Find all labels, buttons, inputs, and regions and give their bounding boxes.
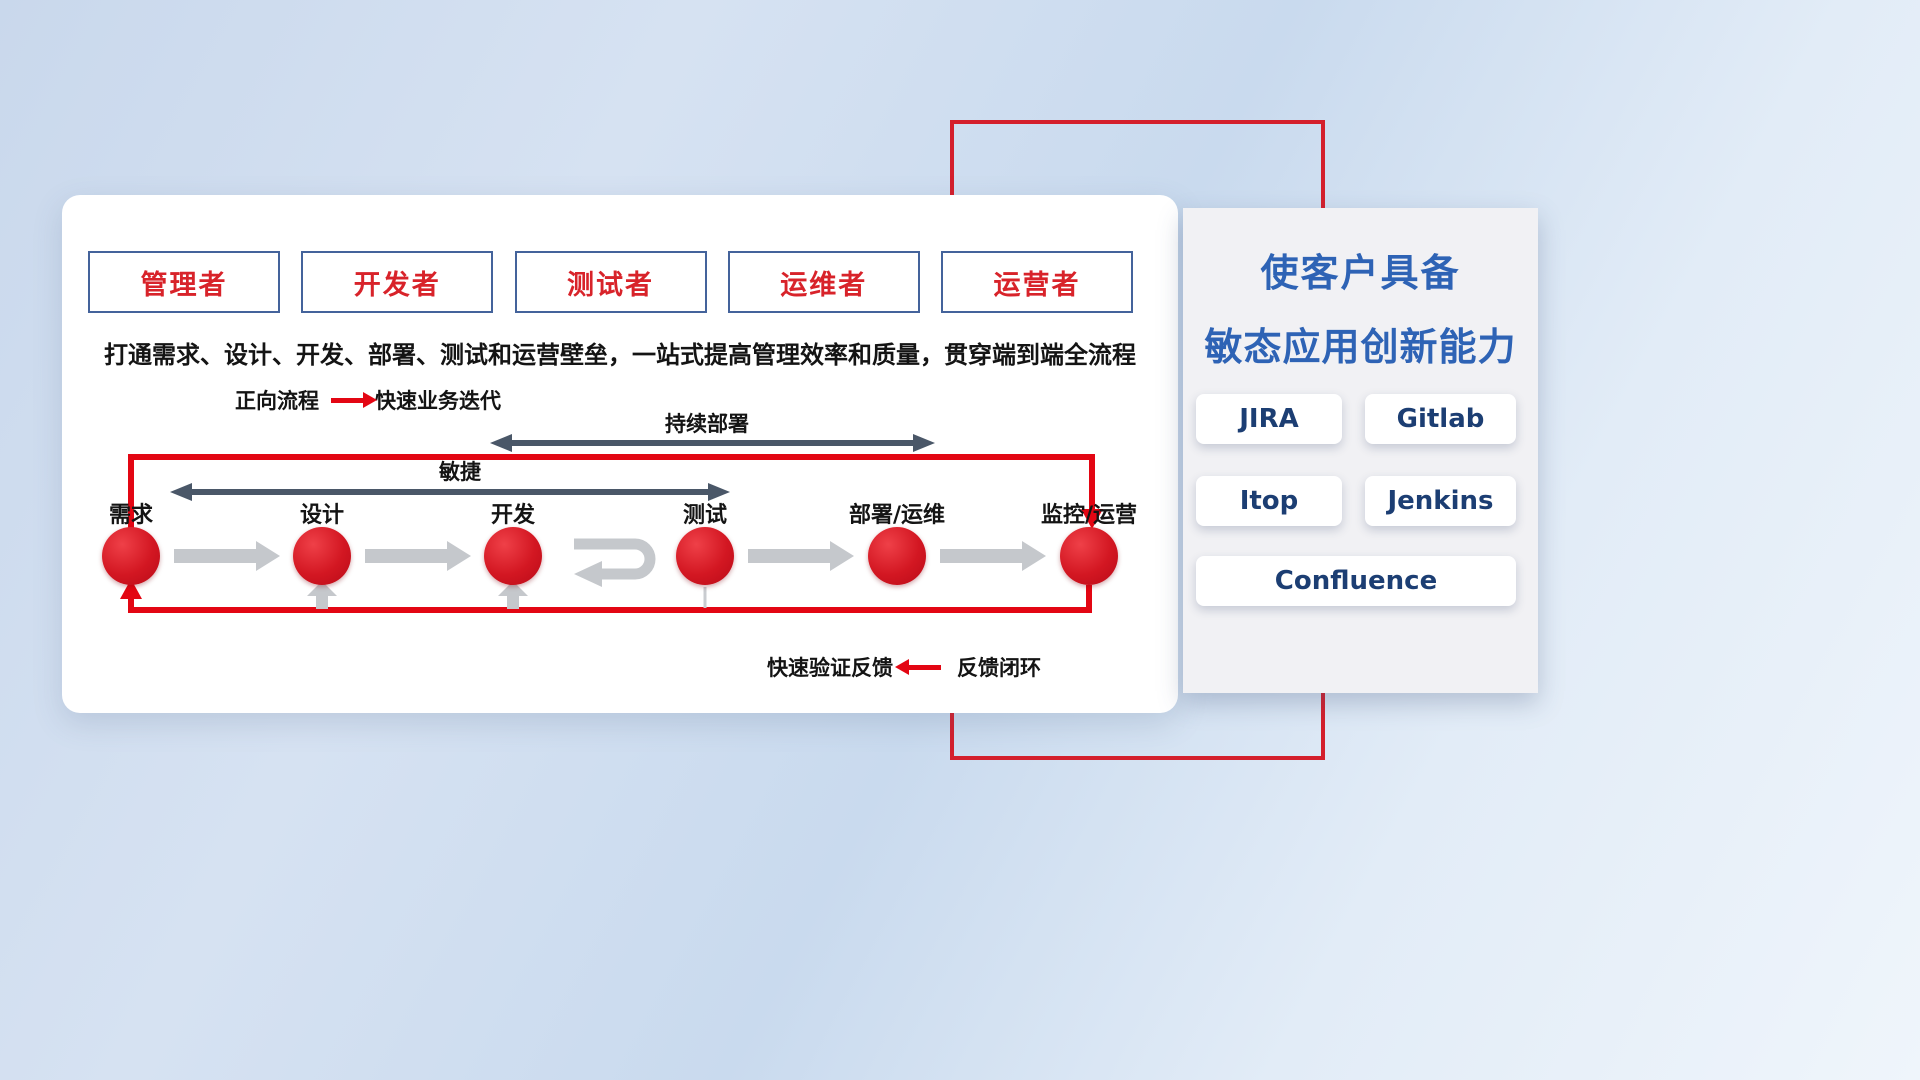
node-label-design: 设计: [299, 503, 344, 528]
tool-chip-itop: Itop: [1196, 476, 1342, 526]
cd-arrowhead-right: [913, 434, 935, 452]
role-box-developer: 开发者: [301, 251, 494, 313]
feedback-loop-line: [128, 585, 1092, 613]
node-label-test: 测试: [682, 503, 727, 528]
stage-arrow-2: [365, 541, 471, 571]
stage-arrow-1: [174, 541, 280, 571]
node-label-develop: 开发: [490, 503, 535, 528]
role-box-manager: 管理者: [88, 251, 280, 313]
role-box-tester: 测试者: [514, 251, 707, 313]
tool-chip-confluence: Confluence: [1196, 556, 1516, 606]
node-circle-develop: [484, 527, 542, 585]
iteration-loop-arrowhead: [574, 561, 602, 587]
forward-flow-value: 快速业务迭代: [375, 389, 501, 413]
node-label-requirement: 需求: [108, 503, 153, 528]
feedback-legend-value: 反馈闭环: [957, 656, 1041, 680]
feedback-up-arrow-dev: [498, 581, 528, 609]
node-circle-requirement: [102, 527, 160, 585]
continuous-deploy-label: 持续部署: [665, 412, 749, 436]
node-circle-design: [293, 527, 351, 585]
workflow-description: 打通需求、设计、开发、部署、测试和运营壁垒，一站式提高管理效率和质量，贯穿端到端…: [104, 341, 1136, 369]
role-label: 管理者: [140, 269, 228, 301]
node-circle-test: [676, 527, 734, 585]
feedback-arrow-icon: [895, 658, 941, 675]
node-label-monitor-ops: 监控/运营: [1040, 503, 1138, 528]
panel-title-line1: 使客户具备: [1260, 251, 1461, 295]
role-box-operations: 运维者: [727, 251, 920, 313]
tool-chip-gitlab: Gitlab: [1365, 394, 1516, 444]
feedback-legend-label: 快速验证反馈: [767, 656, 893, 680]
feedback-up-arrow-design: [307, 581, 337, 609]
agile-label: 敏捷: [439, 460, 481, 484]
forward-arrow-icon: [331, 391, 377, 408]
role-label: 开发者: [353, 269, 441, 301]
node-label-deploy-ops: 部署/运维: [848, 503, 946, 528]
node-circle-monitor-ops: [1060, 527, 1118, 585]
iteration-loop-icon: [574, 538, 656, 580]
tool-chip-jenkins: Jenkins: [1365, 476, 1516, 526]
feedback-legend: 快速验证反馈 反馈闭环: [767, 653, 1041, 681]
panel-title-line2: 敏态应用创新能力: [1204, 325, 1517, 369]
role-label: 测试者: [567, 269, 654, 301]
role-label: 运营者: [993, 269, 1081, 301]
workflow-card: 管理者 开发者 测试者 运维者 运营者 打通需求、设计、开发、部署、测试和运营壁…: [62, 195, 1178, 713]
role-label: 运维者: [780, 269, 868, 301]
stage-arrow-3: [748, 541, 854, 571]
roles-row: 管理者 开发者 测试者 运维者 运营者: [88, 251, 1133, 313]
tool-chip-jira: JIRA: [1196, 394, 1342, 444]
role-box-business: 运营者: [941, 251, 1133, 313]
stage-arrow-4: [940, 541, 1046, 571]
forward-flow-label: 正向流程: [235, 389, 319, 413]
cd-arrowhead-left: [490, 434, 512, 452]
forward-flow-legend: 正向流程 快速业务迭代: [235, 387, 501, 413]
capability-panel: 使客户具备 敏态应用创新能力 JIRA Gitlab Itop Jenkins …: [1183, 208, 1538, 693]
node-circle-deploy-ops: [868, 527, 926, 585]
